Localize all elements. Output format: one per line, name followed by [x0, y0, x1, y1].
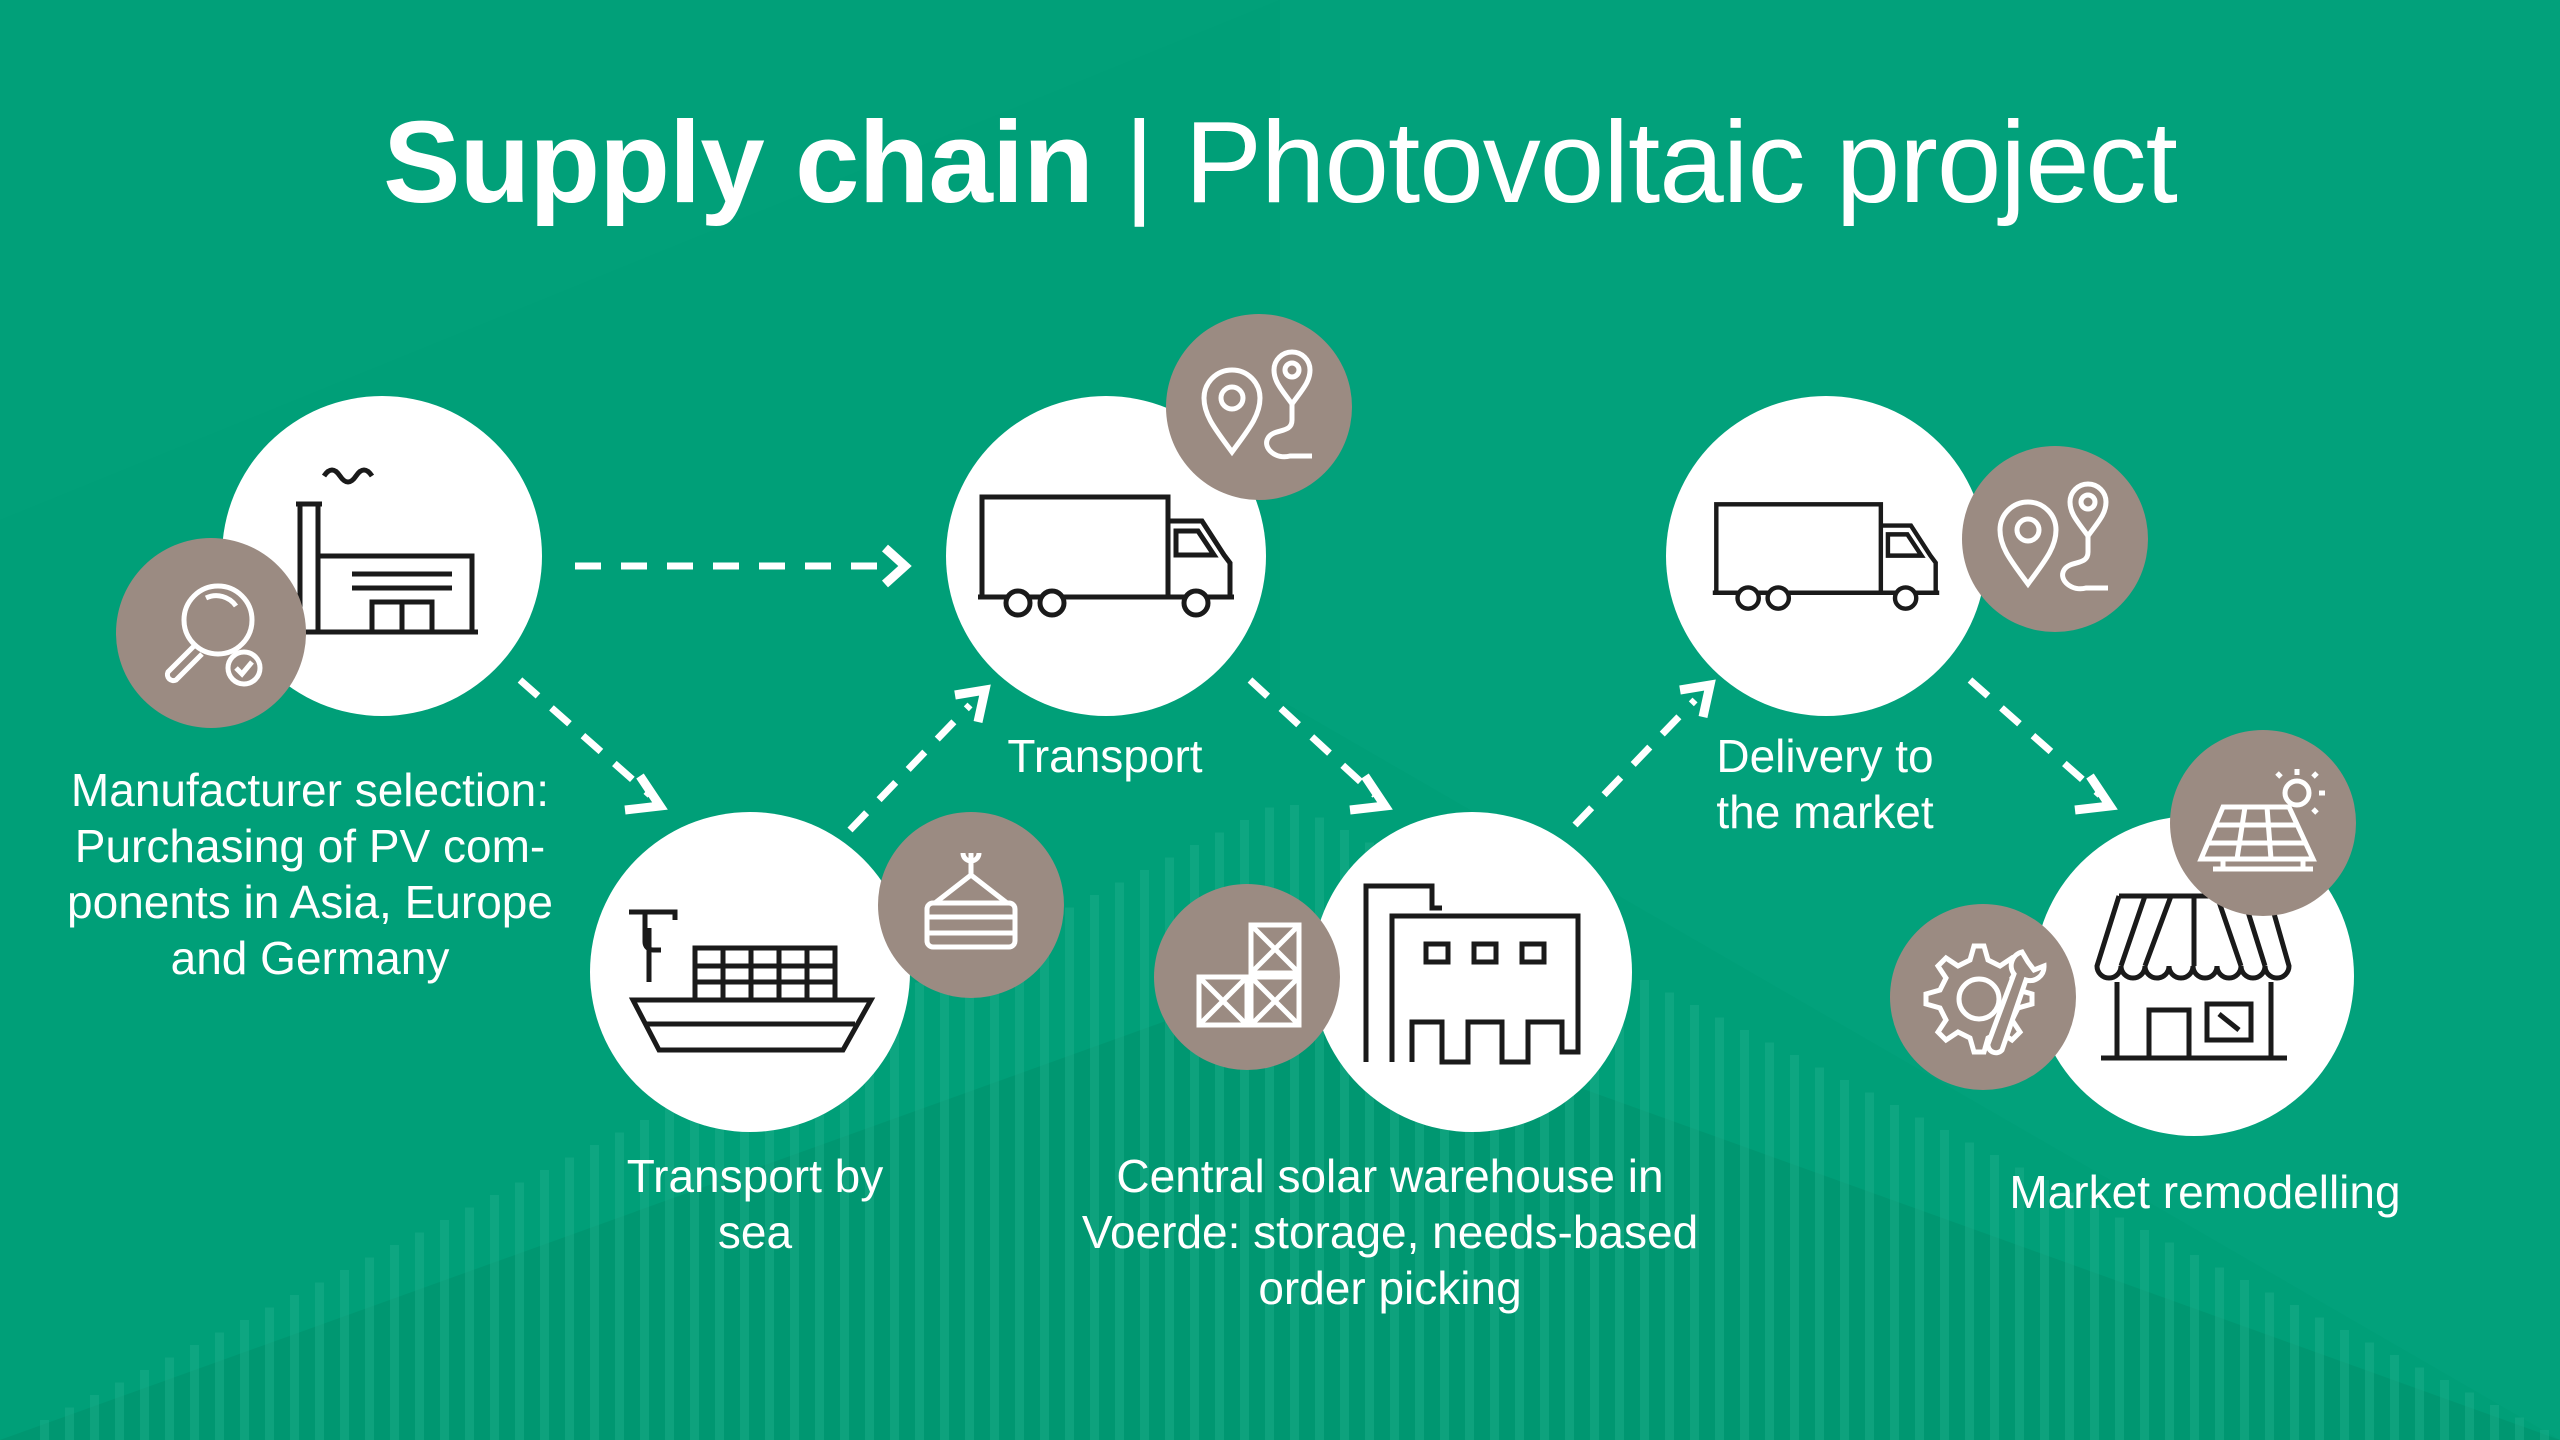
arrow-manufacturer-to-transport-head — [881, 544, 912, 588]
step-warehouse-label-line-2: Voerde: storage, needs-based — [1081, 1206, 1699, 1258]
step-manufacturer-label: Manufacturer selection: Purchasing of PV… — [40, 762, 580, 986]
step-market-badge-solar — [2170, 730, 2356, 916]
step-sea-circle — [590, 812, 910, 1132]
warehouse-icon — [1363, 883, 1581, 1065]
solar-panel-sun-icon — [2197, 769, 2325, 872]
step-sea-label-line-2: sea — [717, 1206, 793, 1258]
step-delivery-badge — [1962, 446, 2148, 632]
step-warehouse-label-line-1: Central solar warehouse in — [1116, 1150, 1664, 1202]
cargo-ship-icon — [628, 909, 876, 1053]
step-transport-label-line-1: Transport — [1007, 730, 1203, 782]
step-warehouse-label: Central solar warehouse in Voerde: stora… — [1060, 1148, 1720, 1316]
step-manufacturer-label-line-1: Manufacturer selection: — [70, 764, 550, 816]
step-warehouse-circle — [1312, 812, 1632, 1132]
arrow-sea-to-transport-head — [954, 684, 991, 723]
arrow-warehouse-to-delivery — [1572, 697, 1698, 828]
step-delivery-label: Delivery to the market — [1630, 728, 2020, 840]
step-market-badge-tools — [1890, 904, 2076, 1090]
step-delivery-label-line-1: Delivery to — [1716, 730, 1934, 782]
step-delivery-label-line-2: the market — [1716, 786, 1934, 838]
step-transport-label: Transport — [910, 728, 1300, 784]
step-market-label: Market remodelling — [1990, 1164, 2420, 1220]
arrow-delivery-to-market — [1967, 677, 2103, 798]
step-delivery-circle — [1666, 396, 1986, 716]
step-manufacturer-label-line-3: ponents in Asia, Europe — [67, 876, 553, 928]
gear-wrench-icon — [1923, 943, 2047, 1056]
step-warehouse-badge — [1154, 884, 1340, 1070]
crane-container-icon — [924, 852, 1018, 950]
step-sea-label-line-1: Transport by — [626, 1150, 884, 1202]
step-warehouse-label-line-3: order picking — [1258, 1262, 1522, 1314]
route-pins-icon — [1201, 349, 1313, 460]
arrow-sea-to-transport — [847, 702, 973, 833]
step-sea-label: Transport by sea — [560, 1148, 950, 1260]
magnifier-check-icon — [164, 583, 263, 687]
arrow-transport-to-warehouse — [1247, 677, 1378, 798]
step-market-label-line-1: Market remodelling — [2009, 1166, 2401, 1218]
stacked-crates-icon — [1196, 922, 1302, 1028]
arrow-transport-to-warehouse-head — [1349, 773, 1393, 815]
page-title: Supply chain | Photovoltaic project — [0, 92, 2560, 232]
title-bold: Supply chain — [383, 97, 1094, 227]
step-manufacturer-badge — [116, 538, 306, 728]
title-separator: | — [1092, 97, 1185, 227]
arrow-manufacturer-to-sea — [517, 677, 653, 798]
decorative-stripes — [40, 805, 2549, 1440]
arrow-delivery-to-market-head — [2074, 773, 2118, 815]
step-sea-badge — [878, 812, 1064, 998]
step-manufacturer-label-line-4: and Germany — [170, 932, 450, 984]
factory-icon — [292, 467, 478, 635]
step-manufacturer-label-line-2: Purchasing of PV com- — [74, 820, 546, 872]
step-transport-badge — [1166, 314, 1352, 500]
arrow-manufacturer-to-sea-head — [624, 773, 668, 815]
route-pins-icon — [1997, 481, 2109, 592]
truck-icon — [1712, 501, 1940, 611]
arrow-warehouse-to-delivery-head — [1679, 679, 1716, 718]
truck-icon — [978, 494, 1234, 618]
title-light: Photovoltaic project — [1184, 97, 2178, 227]
